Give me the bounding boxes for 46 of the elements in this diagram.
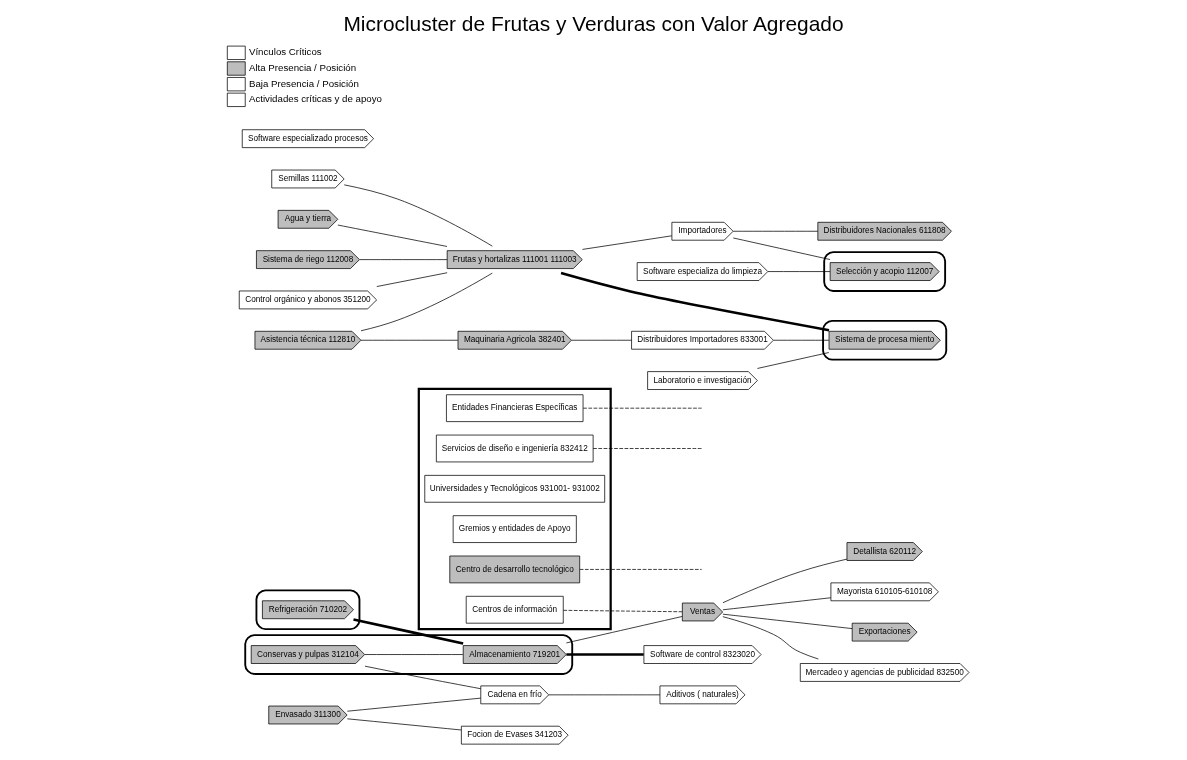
- connector: [548, 694, 661, 696]
- connector: [582, 235, 673, 250]
- connector: [571, 339, 632, 341]
- connector: [337, 224, 448, 247]
- connector: [579, 569, 703, 570]
- node-box: Gremios y entidades de Apoyo: [452, 515, 577, 543]
- connector: [767, 271, 831, 272]
- connector: [722, 613, 853, 629]
- connector: [732, 230, 819, 232]
- cluster: [417, 387, 612, 631]
- connector: [360, 272, 493, 332]
- diagram-title: Microcluster de Frutas y Verduras con Valor Agregado: [343, 12, 844, 36]
- connector: [722, 597, 832, 611]
- node-box: Universidades y Tecnológicos 931001- 931002: [424, 475, 606, 503]
- connector: [360, 339, 459, 341]
- legend-label: Vínculos Críticos: [248, 46, 322, 58]
- connector: [722, 558, 848, 604]
- legend-label: Baja Presencia / Posición: [248, 77, 359, 89]
- connector: [582, 407, 703, 409]
- cluster: [255, 589, 361, 631]
- connector: [722, 616, 819, 660]
- legend-label: Alta Presencia / Posición: [248, 62, 357, 74]
- node-box: Centro de desarrollo tecnológico: [449, 555, 581, 584]
- cluster: [822, 319, 948, 361]
- connector: [376, 272, 448, 287]
- node-box: Centros de información: [465, 595, 564, 624]
- connector: [560, 271, 830, 332]
- connector: [773, 339, 830, 341]
- connector: [364, 654, 464, 655]
- connector: [566, 616, 683, 644]
- connector: [364, 665, 482, 690]
- connector: [757, 352, 830, 369]
- node-box: Entidades Financieras Específicas: [446, 394, 584, 422]
- node-box: Servicios de diseño e ingeniería 832412: [435, 434, 594, 463]
- connector: [359, 259, 448, 260]
- legend-label: Actividades críticas y de apoyo: [248, 93, 382, 105]
- cluster: [823, 251, 947, 292]
- connector: [346, 718, 462, 731]
- cluster: [244, 634, 574, 675]
- connector: [343, 184, 493, 247]
- connector: [566, 653, 644, 656]
- connector: [353, 618, 464, 645]
- connector: [346, 697, 481, 712]
- connector: [732, 237, 831, 260]
- connector: [592, 448, 703, 449]
- connector: [563, 609, 683, 613]
